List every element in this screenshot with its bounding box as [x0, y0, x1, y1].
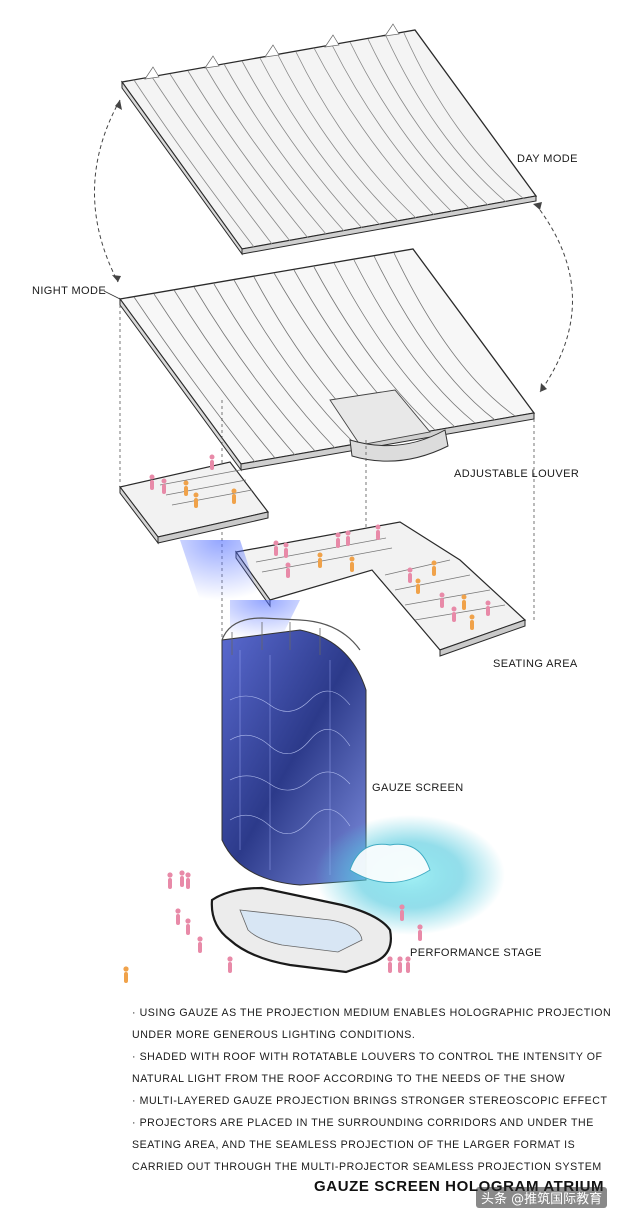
seating-area-label: SEATING AREA [493, 658, 578, 670]
performance-stage [210, 886, 392, 974]
leader-lines [103, 290, 121, 300]
note-line: SEATING AREA, AND THE SEAMLESS PROJECTIO… [132, 1139, 576, 1151]
people [123, 454, 491, 983]
note-line: CARRIED OUT THROUGH THE MULTI-PROJECTOR … [132, 1161, 602, 1173]
arrowhead-icon [112, 275, 121, 282]
projector-beams [180, 540, 300, 640]
note-line: · PROJECTORS ARE PLACED IN THE SURROUNDI… [132, 1117, 594, 1129]
arrowhead-icon [540, 383, 547, 392]
seating-platform-left [118, 461, 270, 545]
note-line: · SHADED WITH ROOF WITH ROTATABLE LOUVER… [132, 1051, 603, 1063]
gauze-screen-tower [221, 617, 367, 886]
description-notes: · USING GAUZE AS THE PROJECTION MEDIUM E… [132, 1002, 622, 1178]
arrowhead-icon [533, 202, 542, 210]
day-mode-label: DAY MODE [517, 153, 578, 165]
performance-stage-label: PERFORMANCE STAGE [410, 947, 542, 959]
night-mode-roof [118, 248, 536, 472]
note-line: · USING GAUZE AS THE PROJECTION MEDIUM E… [132, 1007, 612, 1019]
adjustable-louver-label: ADJUSTABLE LOUVER [454, 468, 580, 480]
hologram-mask [349, 843, 431, 883]
note-line: · MULTI-LAYERED GAUZE PROJECTION BRINGS … [132, 1095, 608, 1107]
note-line: NATURAL LIGHT FROM THE ROOF ACCORDING TO… [132, 1073, 566, 1085]
night-mode-label: NIGHT MODE [32, 285, 107, 297]
gauze-screen-label: GAUZE SCREEN [372, 782, 464, 794]
day-mode-roof [120, 23, 538, 256]
watermark: 头条 @推筑国际教育 [476, 1187, 608, 1208]
arrowhead-icon [115, 100, 122, 110]
mode-switch-arrows [94, 99, 573, 393]
note-line: UNDER MORE GENEROUS LIGHTING CONDITIONS. [132, 1029, 416, 1041]
